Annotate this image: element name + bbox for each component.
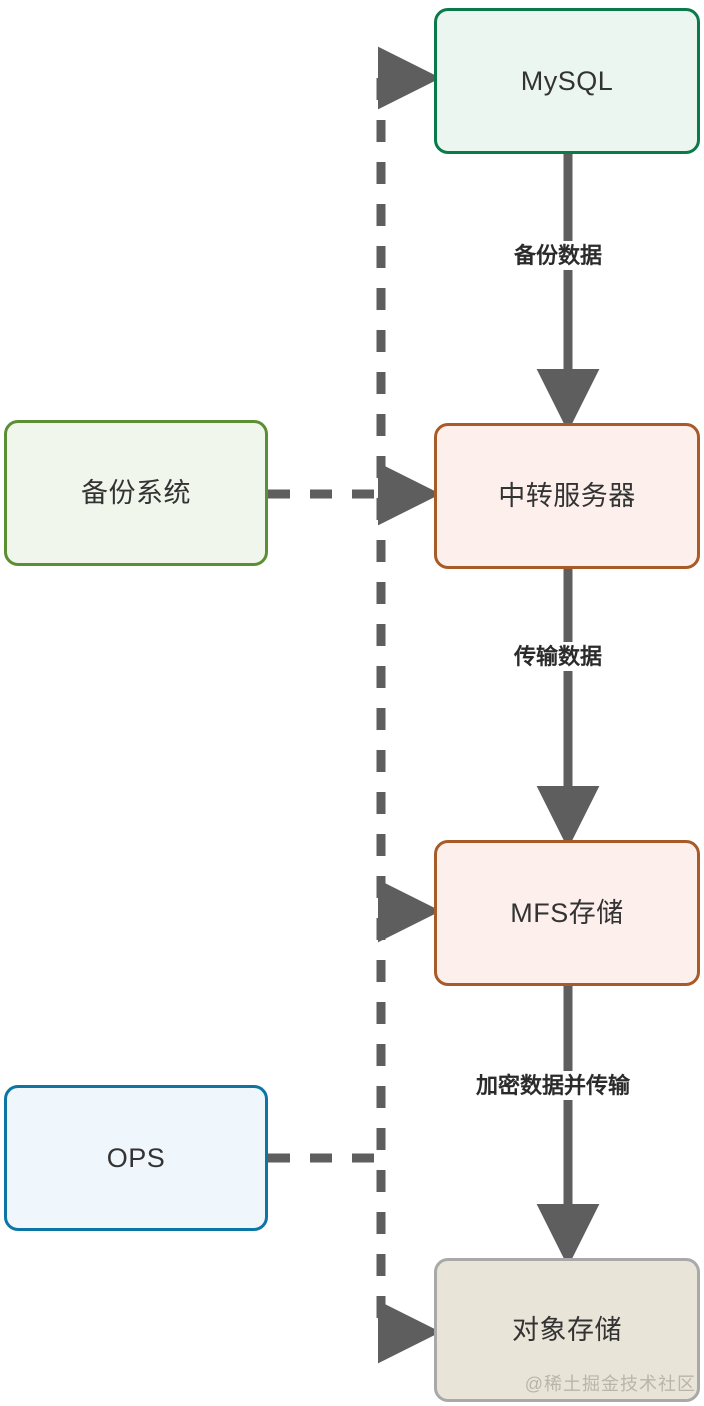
edge-label-backup-data: 备份数据 <box>511 241 606 271</box>
edge-label-transfer-data: 传输数据 <box>511 642 606 672</box>
node-label-object-storage: 对象存储 <box>512 1314 622 1345</box>
node-label-ops: OPS <box>106 1142 166 1173</box>
node-ops[interactable]: OPS <box>4 1085 268 1231</box>
node-label-mfs-storage: MFS存储 <box>510 897 624 928</box>
node-label-mysql: MySQL <box>520 65 614 96</box>
node-backup-system[interactable]: 备份系统 <box>4 420 268 566</box>
node-relay-server[interactable]: 中转服务器 <box>434 423 700 569</box>
edge-label-encrypt-transfer: 加密数据并传输 <box>473 1071 634 1101</box>
node-label-backup-system: 备份系统 <box>81 477 191 508</box>
node-mysql[interactable]: MySQL <box>434 8 700 154</box>
node-object-storage[interactable]: 对象存储 <box>434 1258 700 1402</box>
node-mfs-storage[interactable]: MFS存储 <box>434 840 700 986</box>
watermark: @稀土掘金技术社区 <box>524 1374 696 1394</box>
node-label-relay-server: 中转服务器 <box>498 480 636 511</box>
edge-backup-spine <box>268 46 441 1364</box>
